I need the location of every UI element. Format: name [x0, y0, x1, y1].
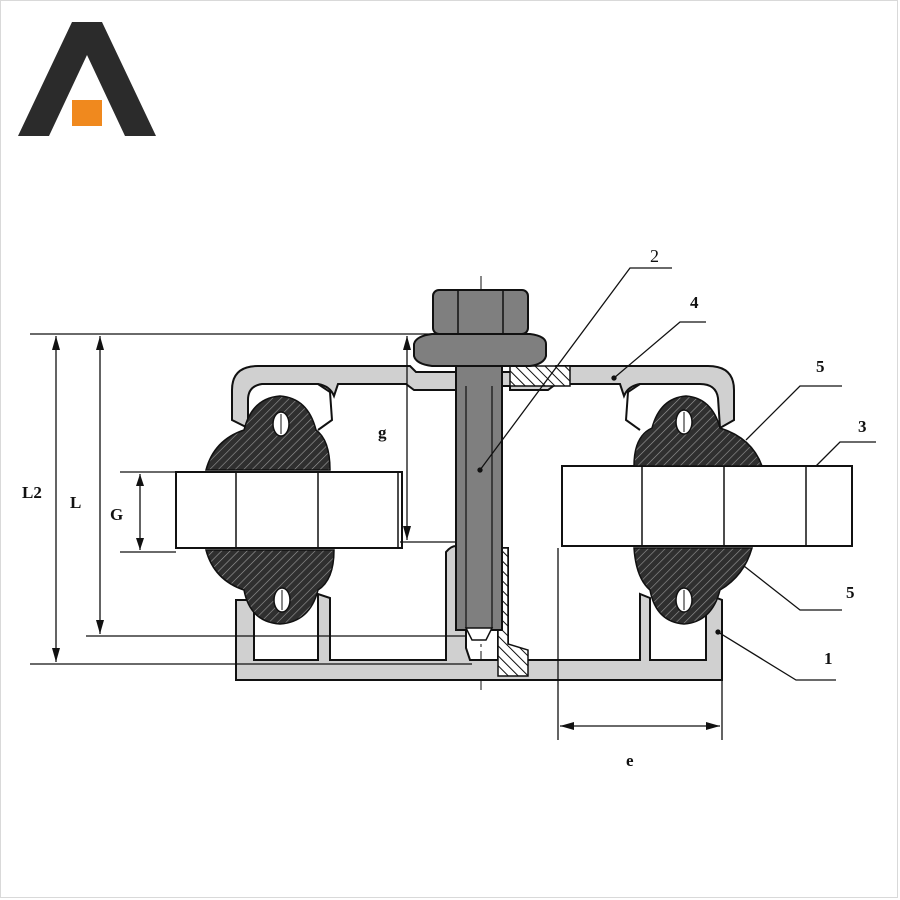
- dim-label-g: g: [378, 423, 387, 442]
- dim-label-e: e: [626, 751, 634, 770]
- brand-logo: [18, 22, 156, 136]
- bolt-shank: [455, 365, 503, 641]
- top-cap-profile: [231, 365, 735, 431]
- dimension-lines: [30, 333, 723, 740]
- gaskets: [205, 395, 764, 625]
- logo-a-shape: [18, 22, 156, 136]
- callout-3: 3: [858, 417, 867, 436]
- bolt-head: [413, 289, 547, 367]
- leader-lines: [477, 267, 876, 681]
- left-panel: [175, 471, 403, 549]
- callout-2: 2: [650, 246, 659, 266]
- dim-label-L: L: [70, 493, 81, 512]
- callout-5-bottom: 5: [846, 583, 855, 602]
- logo-accent-square: [72, 100, 102, 126]
- callout-1: 1: [824, 649, 833, 668]
- right-panel: [561, 465, 853, 547]
- callout-4: 4: [690, 293, 699, 312]
- callout-5-top: 5: [816, 357, 825, 376]
- dim-label-L2: L2: [22, 483, 42, 502]
- dim-label-G: G: [110, 505, 123, 524]
